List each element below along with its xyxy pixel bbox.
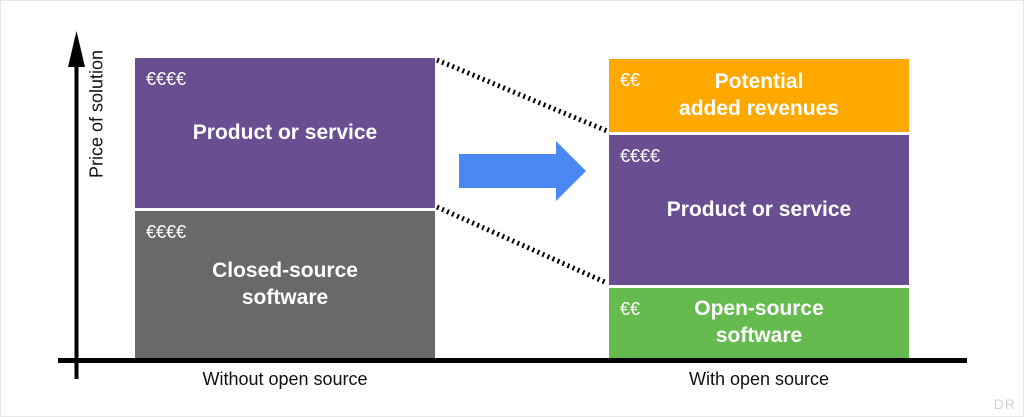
block-label: Closed-source software [212,258,358,309]
y-axis-label: Price of solution [86,49,107,179]
price-tag: €€€€ [620,146,661,166]
y-axis-arrowhead-icon [68,31,85,67]
block-product-or-service-right: €€€€ Product or service [609,135,909,285]
block-potential-added-revenues: €€ Potential added revenues [609,59,909,132]
x-label-with-open-source: With open source [688,369,830,389]
block-product-or-service-left: €€€€ Product or service [135,58,435,208]
x-label-without-open-source: Without open source [202,369,368,389]
price-tag: €€ [620,70,641,90]
block-open-source-software: €€ Open-source software [609,288,909,358]
block-label: Potential added revenues [679,69,839,120]
watermark: DR [993,396,1016,412]
price-tag: €€€€ [146,69,187,89]
block-label: Product or service [192,120,378,144]
block-label: Open-source software [694,297,824,347]
right-arrow-icon [459,141,586,201]
block-label: Product or service [666,197,852,221]
dotted-connector-bottom [435,204,609,286]
price-tag: €€€€ [146,222,187,242]
price-tag: €€ [620,299,641,319]
dotted-connector-top [436,57,608,134]
block-closed-source-software: €€€€ Closed-source software [135,211,435,358]
